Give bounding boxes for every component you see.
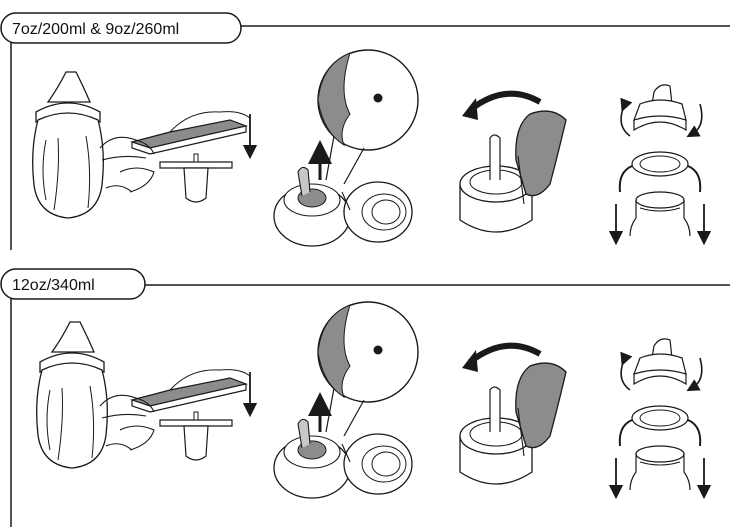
lid-flip-icon [460,94,566,232]
section-1-label-pill [0,12,242,44]
sippy-cup-icon [36,321,108,469]
section-2: 12oz/340ml [0,268,730,527]
lid-flip-icon [460,346,566,484]
section-1: 7oz/200ml & 9oz/260ml [0,12,730,250]
remove-valve-icon [100,112,250,202]
disassemble-icon [616,85,704,238]
spout-open-icon [274,50,418,246]
disassemble-icon [616,339,704,492]
section-2-label: 12oz/340ml [12,277,95,294]
section-2-label-pill [0,268,146,300]
section-1-label: 7oz/200ml & 9oz/260ml [12,21,179,38]
remove-valve-icon [100,370,250,460]
sippy-cup-icon [32,71,104,219]
spout-open-icon [274,302,418,498]
